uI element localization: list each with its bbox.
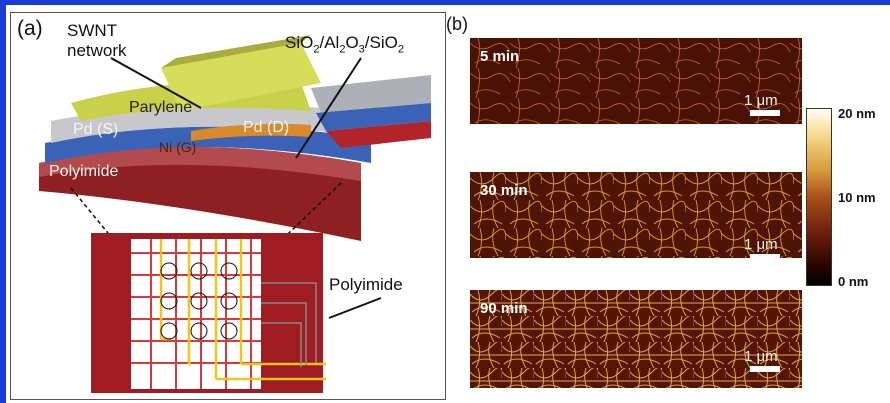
figure-frame-left <box>0 0 6 403</box>
afm-image-5min: 5 min 1 μm <box>470 38 802 124</box>
swnt-pointer <box>110 57 202 109</box>
afm-time-label: 90 min <box>480 300 528 317</box>
swnt-label-line2: network <box>67 41 127 60</box>
parylene-label: Parylene <box>129 99 193 116</box>
afm-time-label: 30 min <box>480 182 528 199</box>
scale-bar <box>750 254 780 258</box>
polyimide-pointer <box>328 297 382 319</box>
polyimide-bottom-label: Polyimide <box>329 275 403 294</box>
ni-gate-label: Ni (G) <box>159 139 197 155</box>
dielectric-pointer <box>295 57 362 159</box>
polyimide-top-label: Polyimide <box>49 163 119 180</box>
swnt-network-lattice <box>131 239 261 389</box>
scale-bar <box>750 366 780 372</box>
polyimide-substrate-shape <box>39 147 361 241</box>
dielectric-label: SiO2/Al2O3/SiO2 <box>285 33 404 56</box>
panel-b-label: (b) <box>446 14 468 34</box>
pd-source-label: Pd (S) <box>73 121 119 138</box>
scale-bar-label: 1 μm <box>744 92 778 109</box>
colorbar-min-label: 0 nm <box>838 274 869 289</box>
afm-image-30min: 30 min 1 μm <box>470 172 802 258</box>
scale-bar-label: 1 μm <box>744 236 778 253</box>
panel-a-label: (a) <box>17 17 43 40</box>
gold-interconnects <box>159 239 326 381</box>
colorbar-mid-label: 10 nm <box>838 190 876 205</box>
colorbar-max-label: 20 nm <box>838 106 876 121</box>
afm-image-90min: 90 min 1 μm <box>470 290 802 388</box>
top-encapsulation-shape <box>161 43 321 111</box>
ni-gate-shape <box>191 123 311 141</box>
afm-time-label: 5 min <box>480 48 520 65</box>
height-colorbar <box>806 108 832 286</box>
figure-frame-top <box>0 0 890 5</box>
panel-a: (a) SWNT network SiO2/Al2O3/SiO2 Parylen… <box>10 12 446 400</box>
transistor-circles <box>160 262 238 340</box>
polyimide-top-face <box>39 147 361 181</box>
scale-bar-label: 1 μm <box>744 348 778 365</box>
pd-layer-shape <box>51 104 381 143</box>
device-schematic <box>39 35 431 393</box>
swnt-label-line1: SWNT <box>67 21 118 40</box>
scale-bar <box>750 110 780 116</box>
pd-drain-label: Pd (D) <box>243 119 290 136</box>
